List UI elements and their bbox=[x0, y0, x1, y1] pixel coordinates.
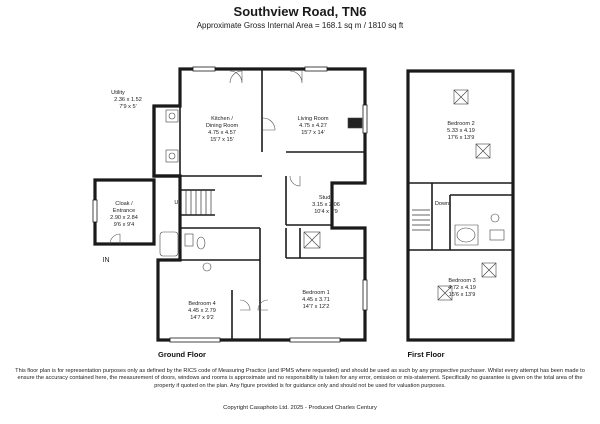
copyright-text: Copyright Casaphoto Ltd. 2025 - Produced… bbox=[223, 405, 377, 411]
room-bedroom3-metric: 4.72 x 4.19 bbox=[448, 285, 476, 291]
ground-floor-walls bbox=[93, 67, 367, 342]
room-kitchen-metric: 4.75 x 4.57 bbox=[208, 130, 236, 136]
ground-floor-label: Ground Floor bbox=[158, 350, 206, 359]
room-bedroom4-name: Bedroom 4 bbox=[188, 301, 215, 307]
room-bedroom2-name: Bedroom 2 bbox=[447, 121, 474, 127]
room-cloak-name-line2: Entrance bbox=[113, 208, 135, 214]
first-stairs-icon bbox=[412, 209, 430, 231]
room-cloak-imperial: 9'6 x 9'4 bbox=[114, 222, 135, 228]
room-bedroom1-imperial: 14'7 x 12'2 bbox=[303, 304, 330, 310]
room-study-name: Study bbox=[319, 195, 334, 201]
room-utility-imperial: 7'9 x 5' bbox=[119, 104, 136, 110]
room-kitchen-name-line2: Dining Room bbox=[206, 123, 239, 129]
room-bedroom3-name: Bedroom 3 bbox=[448, 278, 475, 284]
first-floor-internal-walls bbox=[408, 182, 513, 251]
first-floor-label: First Floor bbox=[407, 350, 444, 359]
room-kitchen-name: Kitchen / bbox=[211, 116, 233, 122]
ground-stairs-icon bbox=[185, 190, 212, 215]
room-bedroom3-imperial: 15'6 x 13'9 bbox=[449, 292, 476, 298]
room-utility-metric: 2.36 x 1.52 bbox=[114, 97, 142, 103]
ground-door-swings bbox=[109, 70, 303, 311]
room-study-metric: 3.15 x 2.06 bbox=[312, 202, 340, 208]
room-bedroom2-imperial: 17'6 x 13'9 bbox=[448, 135, 475, 141]
room-cloak-metric: 2.90 x 2.84 bbox=[110, 215, 138, 221]
disclaimer-text: This floor plan is for representation pu… bbox=[15, 368, 585, 389]
room-bedroom1-metric: 4.45 x 3.71 bbox=[302, 297, 330, 303]
ground-floor-internal-walls bbox=[158, 69, 365, 340]
room-bedroom2-metric: 5.33 x 4.19 bbox=[447, 128, 475, 134]
first-floor-walls bbox=[406, 69, 515, 342]
room-cloak-name: Cloak / bbox=[115, 201, 133, 207]
first-fixtures bbox=[454, 213, 505, 246]
room-study-imperial: 10'4 x 6'9 bbox=[314, 209, 338, 215]
stairs-down-label: Down bbox=[435, 201, 449, 207]
room-bedroom1-name: Bedroom 1 bbox=[302, 290, 329, 296]
ground-fixtures bbox=[159, 109, 363, 272]
stairs-up-label: Up bbox=[174, 200, 181, 206]
room-living-metric: 4.75 x 4.27 bbox=[299, 123, 327, 129]
room-bedroom4-metric: 4.45 x 2.79 bbox=[188, 308, 216, 314]
room-living-name: Living Room bbox=[297, 116, 328, 122]
room-bedroom4-imperial: 14'7 x 9'2 bbox=[190, 315, 214, 321]
skylight-icons bbox=[437, 89, 497, 301]
plan-area-subtitle: Approximate Gross Internal Area = 168.1 … bbox=[196, 21, 404, 30]
room-utility-name: Utility bbox=[111, 90, 125, 96]
plan-title: Southview Road, TN6 bbox=[233, 4, 367, 19]
room-kitchen-imperial: 15'7 x 15' bbox=[210, 137, 234, 143]
room-living-imperial: 15'7 x 14' bbox=[301, 130, 325, 136]
entrance-in-label: IN bbox=[103, 257, 110, 264]
ground-windows bbox=[92, 66, 368, 343]
